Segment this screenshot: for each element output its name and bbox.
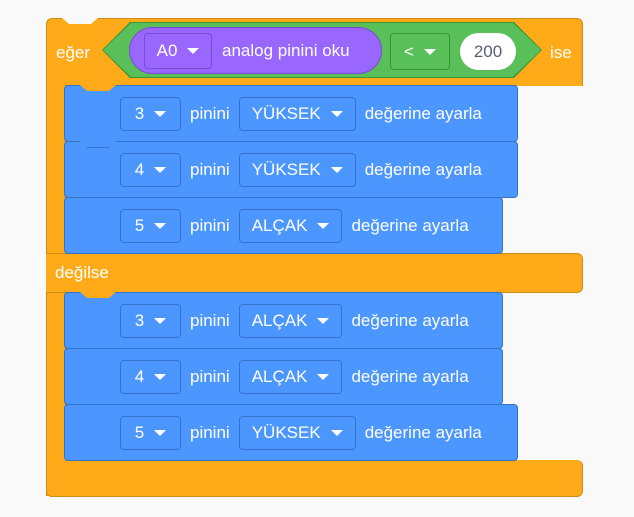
set-value-label: değerine ayarla [351,215,469,235]
digital-write-block[interactable]: 5 pinini ALÇAK değerine ayarla [64,197,503,254]
analog-read-reporter[interactable]: A0 analog pinini oku [129,27,382,74]
dropdown-arrow-icon [154,317,167,324]
block-notch [80,292,116,298]
pin-label: pinini [190,422,230,442]
pin-label: pinini [190,159,230,179]
dropdown-arrow-icon [317,373,330,380]
operator-dropdown[interactable]: < [390,33,450,70]
dropdown-arrow-icon [423,48,436,55]
pin-dropdown[interactable]: 3 [120,303,181,338]
dropdown-arrow-icon [317,222,330,229]
dropdown-arrow-icon [154,373,167,380]
level-dropdown[interactable]: ALÇAK [238,208,343,243]
digital-write-block[interactable]: 3 pinini YÜKSEK değerine ayarla [64,85,518,142]
set-value-label: değerine ayarla [364,422,482,442]
pin-dropdown[interactable]: 3 [120,96,181,131]
dropdown-arrow-icon [187,47,200,54]
else-label: değilse [55,263,109,282]
if-else-bottom-bar[interactable] [46,460,583,497]
if-label: eğer [56,43,91,62]
then-label: ise [550,43,572,62]
pin-dropdown[interactable]: 5 [120,208,181,243]
dropdown-arrow-icon [317,317,330,324]
dropdown-arrow-icon [330,166,343,173]
threshold-input[interactable]: 200 [460,33,516,70]
level-dropdown[interactable]: ALÇAK [238,359,343,394]
dropdown-arrow-icon [154,166,167,173]
level-dropdown[interactable]: YÜKSEK [238,96,356,131]
dropdown-arrow-icon [154,222,167,229]
dropdown-arrow-icon [330,110,343,117]
analog-pin-dropdown[interactable]: A0 [144,32,212,69]
pin-dropdown[interactable]: 5 [120,415,181,450]
pin-dropdown[interactable]: 4 [120,359,181,394]
pin-label: pinini [190,310,230,330]
analog-read-label: analog pinini oku [222,40,350,60]
digital-write-block[interactable]: 3 pinini ALÇAK değerine ayarla [64,292,503,349]
set-value-label: değerine ayarla [364,159,482,179]
block-notch [80,141,116,148]
level-dropdown[interactable]: YÜKSEK [238,152,356,187]
set-value-label: değerine ayarla [351,366,469,386]
set-value-label: değerine ayarla [351,310,469,330]
digital-write-block[interactable]: 4 pinini YÜKSEK değerine ayarla [64,141,518,198]
digital-write-block[interactable]: 5 pinini YÜKSEK değerine ayarla [64,404,518,461]
pin-label: pinini [190,215,230,235]
level-dropdown[interactable]: YÜKSEK [238,415,356,450]
pin-dropdown[interactable]: 4 [120,152,181,187]
pin-label: pinini [190,103,230,123]
dropdown-arrow-icon [154,110,167,117]
else-bar[interactable] [46,253,583,293]
block-notch [62,18,98,24]
level-dropdown[interactable]: ALÇAK [238,303,343,338]
block-notch [80,85,116,91]
pin-label: pinini [190,366,230,386]
set-value-label: değerine ayarla [364,103,482,123]
dropdown-arrow-icon [330,429,343,436]
dropdown-arrow-icon [154,429,167,436]
digital-write-block[interactable]: 4 pinini ALÇAK değerine ayarla [64,348,503,405]
